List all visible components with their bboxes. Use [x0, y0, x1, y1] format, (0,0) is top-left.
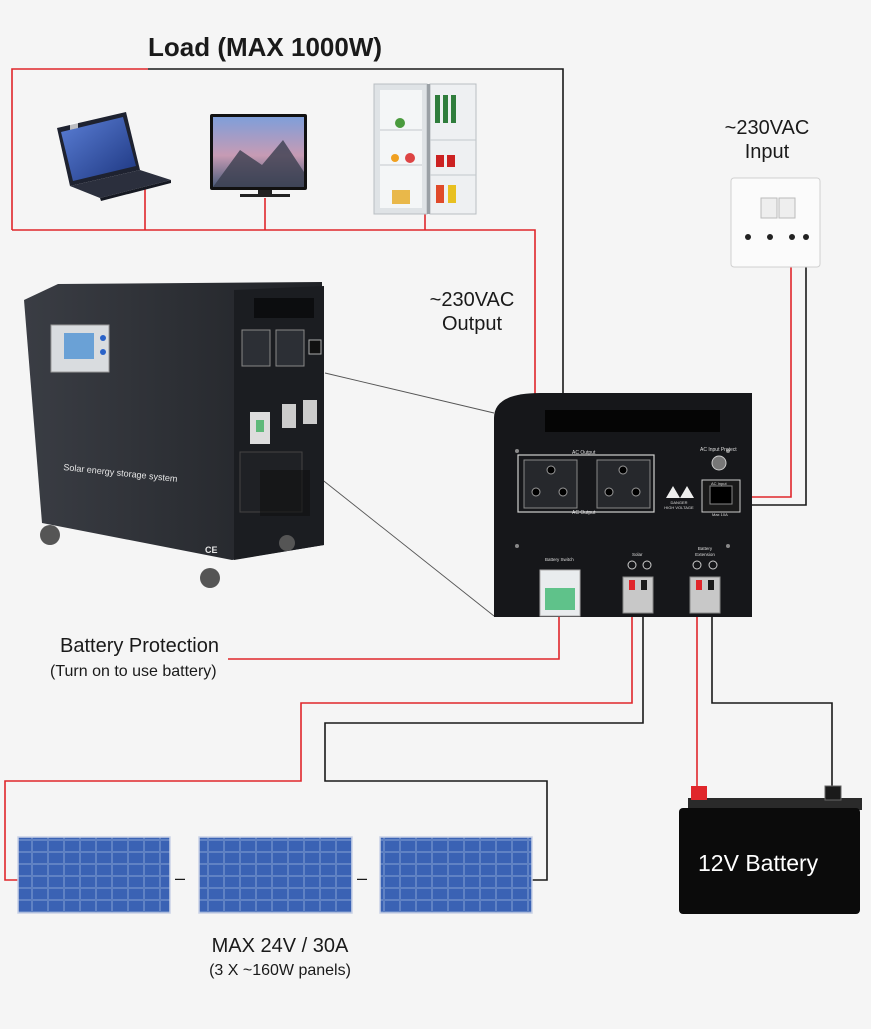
tv-icon: [210, 114, 307, 197]
danger-tag-line1: DANGER: [670, 500, 688, 505]
battery-switch-tag: Battery Switch: [545, 557, 574, 562]
battery-protection-subtitle: (Turn on to use battery): [50, 663, 217, 680]
ac-input-label-line2: Input: [744, 141, 790, 163]
ac-input-label: ~230VAC Input: [712, 116, 822, 164]
ac-output-tag-bottom: AC Output: [572, 510, 596, 516]
panel-separator-1: –: [175, 868, 186, 888]
panel-separator-2: –: [357, 868, 368, 888]
battery-switch-wiring: [228, 615, 560, 660]
ac-input-max-tag: Max 10A: [712, 512, 728, 517]
unit-ce-mark: CE: [205, 545, 218, 555]
load-title: Load (MAX 1000W): [148, 32, 383, 62]
battery-label: 12V Battery: [698, 850, 819, 876]
ac-output-label-line1: ~230VAC: [429, 289, 515, 311]
load-wiring: [11, 68, 564, 492]
ac-input-label-line1: ~230VAC: [724, 117, 810, 139]
solar-wiring: [4, 612, 644, 881]
ac-output-label-line2: Output: [441, 313, 503, 335]
danger-tag-line2: HIGH VOLTAGE: [664, 505, 694, 510]
ac-output-label: ~230VAC Output: [412, 288, 532, 336]
solar-panel-icon: [17, 836, 533, 914]
battery-protection-title: Battery Protection: [60, 635, 219, 657]
solar-panels-label: (3 X ~160W panels): [209, 962, 351, 979]
ac-input-tag: AC Input: [711, 481, 727, 486]
ac-output-tag-top: AC Output: [572, 450, 596, 456]
ac-input-protect-tag: AC Input Protect: [700, 447, 737, 453]
inverter-side-panel: [494, 393, 752, 617]
danger-tag: DANGER HIGH VOLTAGE: [660, 500, 698, 510]
solar-tag: Solar: [632, 552, 643, 557]
laptop-icon: [57, 112, 171, 201]
battery-extension-tag-line1: Battery: [697, 546, 713, 551]
battery-wiring: [696, 612, 833, 792]
callout-lines: [314, 372, 495, 617]
fridge-icon: [373, 83, 477, 215]
solar-max-label: MAX 24V / 30A: [211, 935, 349, 957]
battery-extension-tag-line2: Extension: [695, 552, 715, 557]
battery-extension-tag: Battery Extension: [690, 546, 720, 558]
battery-icon: [679, 785, 862, 914]
inverter-unit-icon: [24, 282, 324, 588]
wall-socket-icon: [730, 177, 821, 268]
